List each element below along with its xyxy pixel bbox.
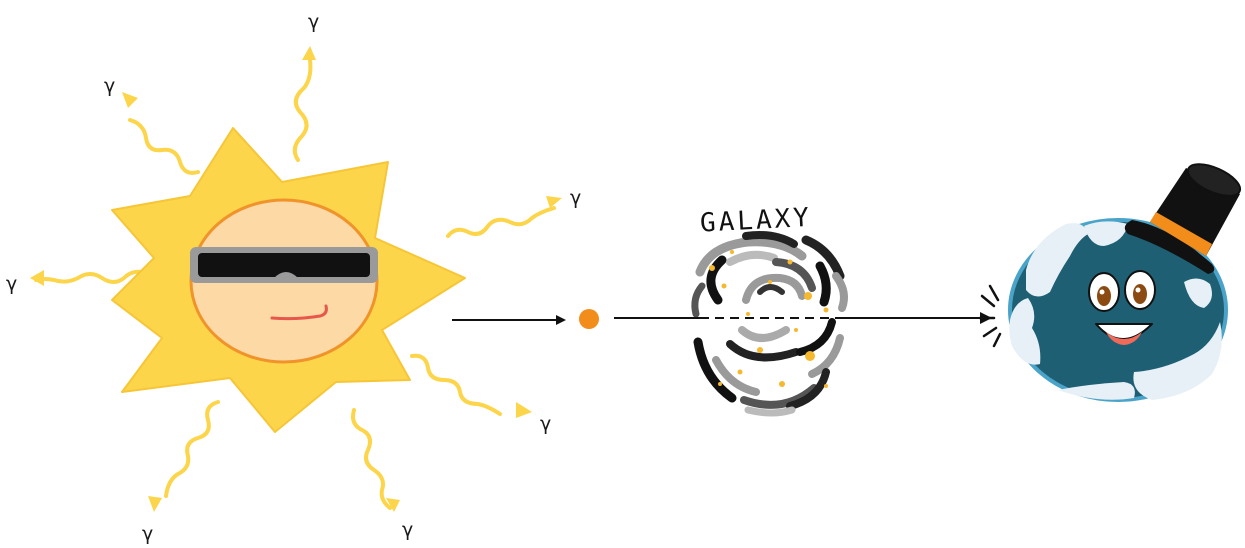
sunglasses: [190, 247, 378, 283]
gamma-ray-bottom-right: [353, 410, 390, 508]
arrowhead-top: [302, 46, 316, 60]
gamma-label-bottom-right: γ: [402, 519, 413, 541]
gamma-label-right-top: γ: [570, 187, 581, 209]
gamma-ray-bottom-left: [166, 402, 218, 496]
galaxy: [695, 235, 844, 413]
gamma-ray-right-bottom: [412, 356, 500, 414]
gamma-label-right-bottom: γ: [540, 413, 551, 435]
earth: [1009, 158, 1244, 400]
gamma-ray-right-top: [448, 208, 554, 236]
arrowhead-bottom-left: [148, 496, 162, 512]
sun: [30, 46, 562, 512]
gamma-label-bottom-left: γ: [142, 523, 153, 545]
gamma-ray-top: [295, 60, 311, 160]
arrowhead-right-bottom: [516, 402, 532, 418]
arrowhead-left: [30, 270, 44, 286]
gamma-label-topleft: γ: [104, 75, 115, 97]
photon: [579, 309, 599, 329]
path-arrow-1: [452, 315, 566, 325]
arrowhead-topleft: [122, 92, 138, 108]
gamma-label-top: γ: [308, 11, 319, 33]
path-arrow-2: [614, 312, 992, 324]
gamma-label-left: γ: [6, 273, 17, 295]
gamma-ray-topleft: [130, 120, 198, 173]
galaxy-label: GALAXY: [699, 203, 812, 239]
